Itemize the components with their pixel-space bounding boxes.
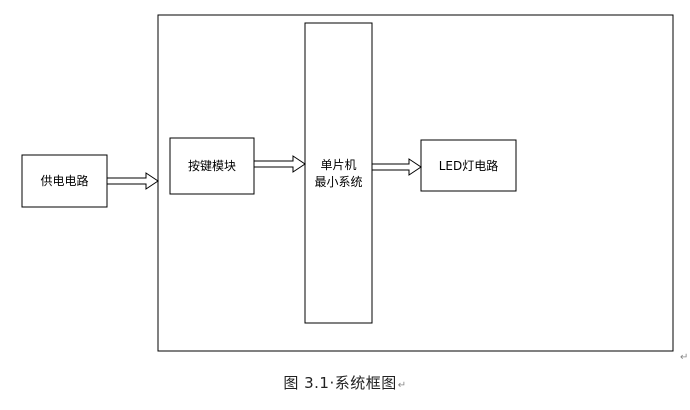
figure-caption-text: 图 3.1·系统框图 [283, 374, 397, 392]
key-module-box [169, 137, 255, 195]
key-module-block: 按键模块 [169, 137, 255, 195]
power-supply-box [21, 154, 108, 208]
arrow-mcu-to-led [371, 158, 422, 176]
mcu-label-line1: 单片机 [320, 158, 356, 172]
figure-caption: 图 3.1·系统框图↵ [0, 372, 690, 393]
system-frame [157, 14, 674, 352]
power-supply-block: 供电电路 [21, 154, 108, 208]
mcu-block: 单片机 最小系统 [304, 22, 373, 324]
mcu-box [304, 22, 373, 324]
key-module-label: 按键模块 [188, 159, 236, 173]
arrow-keys-to-mcu [253, 155, 306, 173]
paragraph-mark: ↵ [680, 352, 689, 363]
mcu-label-line2: 最小系统 [314, 175, 362, 189]
led-circuit-box [420, 139, 517, 192]
caption-paragraph-mark: ↵ [397, 380, 407, 391]
power-supply-label: 供电电路 [40, 173, 88, 188]
led-circuit-block: LED灯电路 [420, 139, 517, 192]
led-circuit-label: LED灯电路 [439, 158, 499, 173]
arrow-power-to-system [106, 172, 159, 190]
